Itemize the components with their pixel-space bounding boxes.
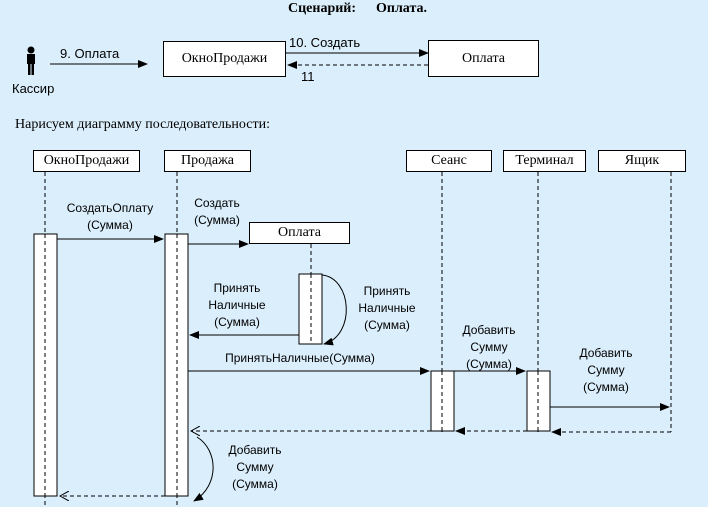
msg-accept-call-label: ПринятьНаличные(Сумма): [225, 351, 375, 365]
msg-create-label: Создать(Сумма): [194, 196, 240, 227]
msg-11-label: 11: [301, 69, 315, 84]
scenario-label: Сценарий:: [288, 1, 357, 16]
msg-create-payment-label: СоздатьОплату(Сумма): [66, 201, 154, 232]
lifeline-head-box: Ящик: [598, 150, 686, 172]
window-box-top: ОкноПродажи: [163, 41, 286, 77]
msg-9-label: 9. Оплата: [60, 46, 120, 61]
payment-box-top: Оплата: [428, 40, 539, 77]
actor-icon: [27, 46, 35, 75]
msg-10-label: 10. Создать: [289, 35, 361, 50]
lifeline-head-session: Сеанс: [406, 150, 492, 172]
activation-sale: [164, 233, 189, 497]
msg-accept-self-arrow: [321, 274, 347, 346]
lifeline-head-sale: Продажа: [164, 150, 251, 172]
scenario-name: Оплата.: [376, 1, 427, 16]
created-payment-box: Оплата: [249, 222, 350, 244]
msg-add-self-arrow: [193, 436, 214, 502]
intro-text: Нарисуем диаграмму последовательности:: [15, 117, 270, 132]
activation-window: [33, 233, 58, 497]
lifeline-head-window: ОкноПродажи: [33, 150, 140, 172]
actor-label: Кассир: [12, 81, 55, 96]
lifeline-head-terminal: Терминал: [503, 150, 586, 172]
